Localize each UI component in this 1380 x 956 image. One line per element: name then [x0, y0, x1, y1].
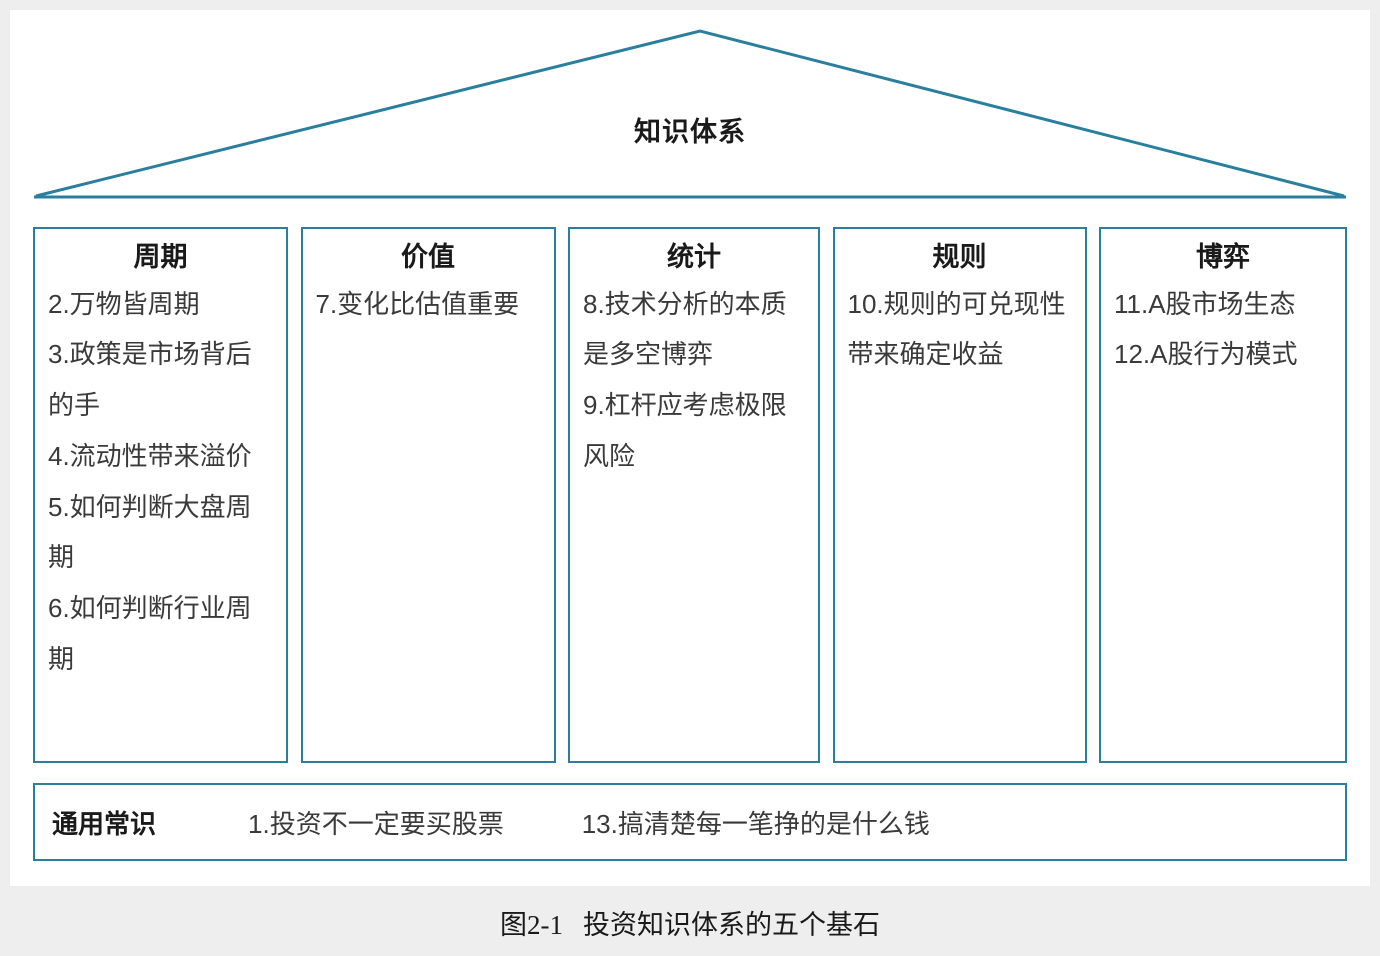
foundation-item: 1.投资不一定要买股票: [248, 808, 504, 839]
pillar-title: 博弈: [1196, 242, 1250, 272]
pillar-item-list: 7.变化比估值重要: [316, 279, 541, 330]
pillar-column-value[interactable]: 价值 7.变化比估值重要: [300, 227, 556, 763]
figure-caption: 图2-1 投资知识体系的五个基石: [0, 903, 1380, 942]
pillar-item-list: 11.A股市场生态 12.A股行为模式: [1114, 279, 1332, 380]
foundation-item: 13.搞清楚每一笔挣的是什么钱: [581, 808, 930, 839]
pillar-title: 价值: [401, 242, 455, 272]
roof-label: 知识体系: [634, 117, 746, 147]
figure-caption-text: 投资知识体系的五个基石: [583, 910, 880, 940]
pillar-title: 统计: [667, 242, 721, 272]
list-item: 8.技术分析的本质是多空博弈: [583, 288, 787, 370]
pillar-title: 周期: [133, 242, 188, 272]
list-item: 3.政策是市场背后的手: [48, 339, 252, 421]
list-item: 2.万物皆周期: [48, 288, 200, 319]
foundation-label: 通用常识: [52, 808, 157, 839]
pillar-column-game[interactable]: 博弈 11.A股市场生态 12.A股行为模式: [1099, 227, 1347, 763]
pillar-columns: 周期 2.万物皆周期 3.政策是市场背后的手 4.流动性带来溢价 5.如何判断大…: [33, 227, 1347, 763]
pillar-item-list: 2.万物皆周期 3.政策是市场背后的手 4.流动性带来溢价 5.如何判断大盘周期…: [48, 279, 273, 685]
list-item: 11.A股市场生态: [1114, 288, 1296, 319]
figure-number: 图2-1: [500, 910, 563, 940]
list-item: 6.如何判断行业周期: [48, 592, 252, 674]
pillar-column-cycle[interactable]: 周期 2.万物皆周期 3.政策是市场背后的手 4.流动性带来溢价 5.如何判断大…: [33, 227, 288, 763]
pillar-column-rules[interactable]: 规则 10.规则的可兑现性带来确定收益: [832, 227, 1087, 763]
list-item: 10.规则的可兑现性带来确定收益: [847, 288, 1066, 370]
list-item: 4.流动性带来溢价: [48, 440, 252, 471]
pillar-item-list: 8.技术分析的本质是多空博弈 9.杠杆应考虑极限风险: [583, 279, 805, 482]
pillar-title: 规则: [932, 242, 987, 272]
foundation-bar[interactable]: 通用常识 1.投资不一定要买股票 13.搞清楚每一笔挣的是什么钱: [33, 783, 1347, 861]
roof-triangle-icon: [34, 29, 1346, 199]
list-item: 9.杠杆应考虑极限风险: [583, 390, 787, 471]
list-item: 7.变化比估值重要: [315, 288, 520, 319]
list-item: 5.如何判断大盘周期: [48, 491, 252, 573]
roof-pediment: 知识体系: [0, 0, 1380, 210]
list-item: 12.A股行为模式: [1114, 339, 1298, 370]
pillar-item-list: 10.规则的可兑现性带来确定收益: [848, 279, 1072, 380]
pillar-column-statistics[interactable]: 统计 8.技术分析的本质是多空博弈 9.杠杆应考虑极限风险: [568, 227, 820, 763]
